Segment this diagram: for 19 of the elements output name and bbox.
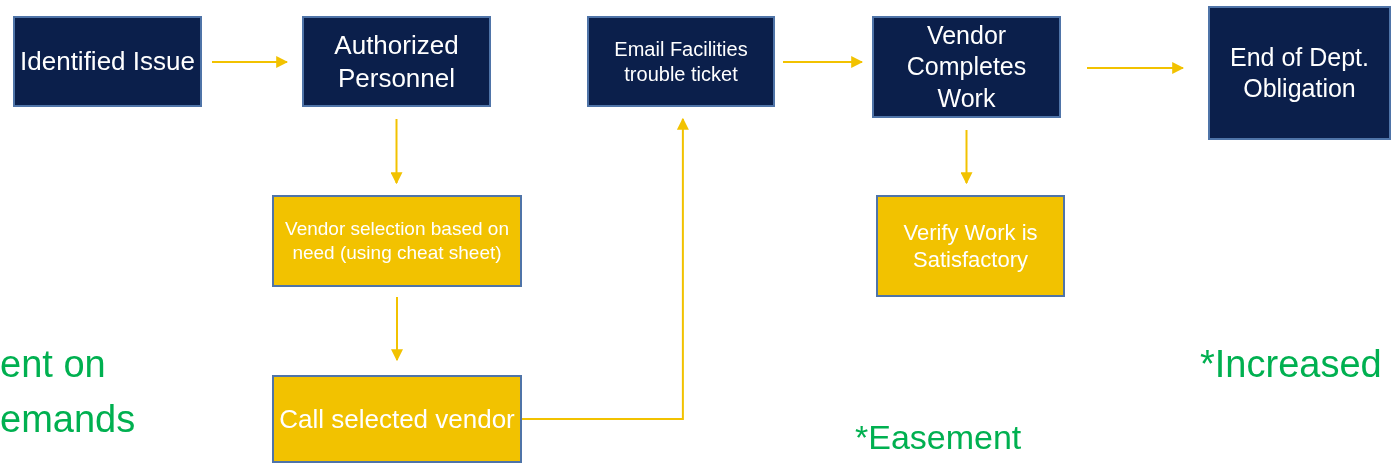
note-text: *Easement — [855, 420, 1022, 454]
arrow — [391, 296, 403, 362]
process-box: Call selected vendor — [272, 375, 522, 463]
process-box: Verify Work is Satisfactory — [876, 195, 1065, 297]
note-text: ent on — [0, 345, 106, 383]
process-box: Email Facilities trouble ticket — [587, 16, 775, 107]
arrow — [211, 56, 289, 68]
arrow — [960, 129, 973, 185]
arrow — [390, 118, 403, 185]
process-box: Vendor selection based on need (using cheat sheet) — [272, 195, 522, 287]
process-box: Authorized Personnel — [302, 16, 491, 107]
note-text: emands — [0, 400, 136, 438]
arrow — [1086, 62, 1185, 74]
process-box: End of Dept. Obligation — [1208, 6, 1391, 140]
process-box: Identified Issue — [13, 16, 202, 107]
note-text: *Increased — [1200, 345, 1382, 383]
process-box: Vendor Completes Work — [872, 16, 1061, 118]
arrow — [521, 117, 689, 420]
arrow — [782, 56, 864, 68]
